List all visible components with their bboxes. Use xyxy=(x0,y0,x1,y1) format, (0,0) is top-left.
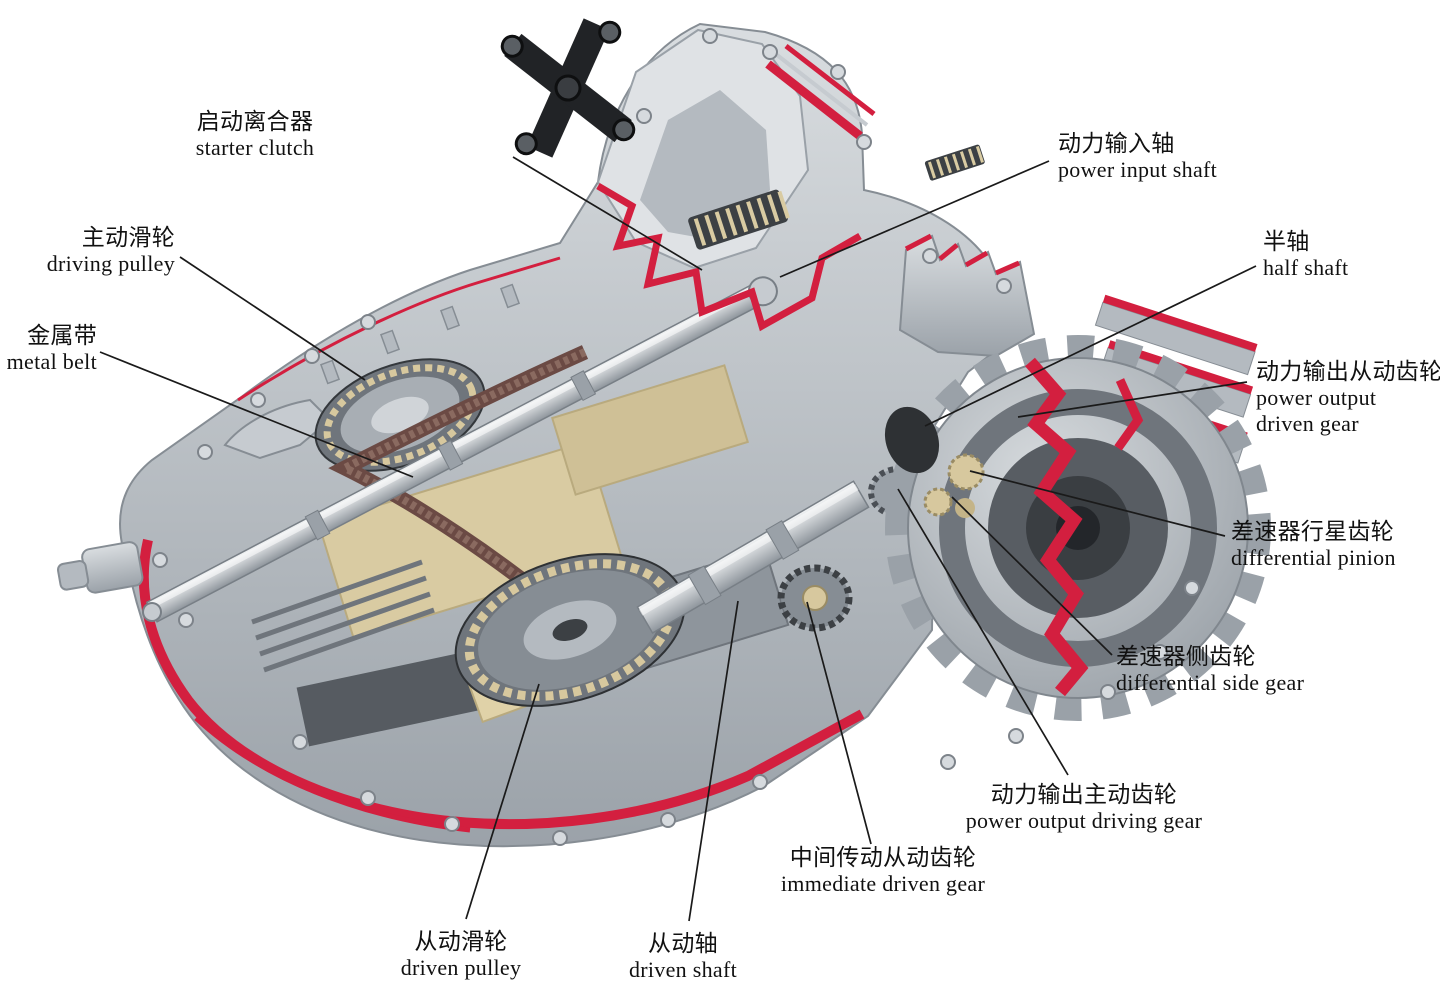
clutch-spring-small xyxy=(924,144,985,181)
label-differential-side-gear: 差速器侧齿轮 differential side gear xyxy=(1116,644,1346,696)
driven-pulley-part xyxy=(454,553,686,707)
label-driving-pulley: 主动滑轮 driving pulley xyxy=(10,225,175,277)
driven-shaft-part xyxy=(636,480,870,634)
label-driving-pulley-zh: 主动滑轮 xyxy=(81,225,175,250)
leader-metal-belt xyxy=(99,351,414,478)
leader-starter-clutch xyxy=(512,156,703,271)
differential-part xyxy=(884,335,1271,721)
actuator-bracket xyxy=(500,18,636,158)
label-differential-side-gear-en: differential side gear xyxy=(1116,670,1305,695)
leader-power-input-shaft xyxy=(779,160,1050,278)
label-differential-pinion: 差速器行星齿轮 differential pinion xyxy=(1231,519,1436,571)
leader-lines xyxy=(99,156,1257,922)
leader-half-shaft xyxy=(924,265,1257,427)
label-differential-pinion-zh: 差速器行星齿轮 xyxy=(1231,519,1395,544)
label-power-input-shaft: 动力输入轴 power input shaft xyxy=(1058,131,1288,183)
label-half-shaft: 半轴 half shaft xyxy=(1263,229,1403,281)
driving-pulley-part xyxy=(314,358,486,472)
leader-driven-pulley xyxy=(465,683,540,920)
label-driven-pulley-zh: 从动滑轮 xyxy=(414,929,508,954)
starter-clutch-part xyxy=(500,18,985,332)
label-driven-shaft-en: driven shaft xyxy=(628,957,738,982)
label-differential-side-gear-zh: 差速器侧齿轮 xyxy=(1116,644,1256,669)
label-power-input-shaft-zh: 动力输入轴 xyxy=(1058,131,1175,156)
label-power-output-driven-gear-zh: 动力输出从动齿轮 xyxy=(1256,359,1440,384)
label-starter-clutch: 启动离合器 starter clutch xyxy=(150,109,360,161)
leader-immediate-driven-gear xyxy=(806,601,872,845)
input-shaft-part xyxy=(142,276,778,623)
label-power-output-driving-gear-zh: 动力输出主动齿轮 xyxy=(990,782,1178,807)
label-immediate-driven-gear: 中间传动从动齿轮 immediate driven gear xyxy=(768,845,998,897)
label-metal-belt-en: metal belt xyxy=(6,349,97,374)
label-immediate-driven-gear-zh: 中间传动从动齿轮 xyxy=(789,845,977,870)
leader-differential-pinion xyxy=(969,470,1226,537)
clutch-spring xyxy=(688,189,790,250)
differential-side-gear-part xyxy=(923,487,953,517)
left-end-cap xyxy=(56,541,144,594)
label-immediate-driven-gear-en: immediate driven gear xyxy=(780,871,986,896)
leader-driving-pulley xyxy=(179,256,366,381)
intermediate-gear-hub xyxy=(802,585,828,611)
leader-power-output-driving-gear xyxy=(897,488,1069,776)
leader-driven-shaft xyxy=(688,600,739,922)
label-driven-shaft-zh: 从动轴 xyxy=(648,931,718,956)
label-power-input-shaft-en: power input shaft xyxy=(1058,157,1218,182)
label-starter-clutch-zh: 启动离合器 xyxy=(196,109,314,134)
metal-belt-part xyxy=(328,345,589,616)
label-driven-shaft: 从动轴 driven shaft xyxy=(603,931,763,983)
label-metal-belt: 金属带 metal belt xyxy=(0,323,97,375)
label-power-output-driven-gear-en2: driven gear xyxy=(1256,411,1359,436)
leader-differential-side-gear xyxy=(951,496,1113,656)
label-power-output-driven-gear: 动力输出从动齿轮 power output driven gear xyxy=(1256,359,1440,437)
label-half-shaft-zh: 半轴 xyxy=(1263,229,1310,254)
rim-bolt-bosses xyxy=(319,283,521,385)
label-driving-pulley-en: driving pulley xyxy=(46,251,175,276)
label-differential-pinion-en: differential pinion xyxy=(1231,545,1396,570)
leader-power-output-driven-gear xyxy=(1017,381,1248,418)
differential-pinion-part xyxy=(947,453,985,491)
label-half-shaft-en: half shaft xyxy=(1263,255,1349,280)
half-shaft-opening xyxy=(884,406,940,474)
label-power-output-driven-gear-en1: power output xyxy=(1256,385,1377,410)
label-power-output-driving-gear: 动力输出主动齿轮 power output driving gear xyxy=(954,782,1214,834)
label-driven-pulley: 从动滑轮 driven pulley xyxy=(381,929,541,981)
label-power-output-driving-gear-en: power output driving gear xyxy=(965,808,1203,833)
bolts xyxy=(152,28,1200,846)
label-driven-pulley-en: driven pulley xyxy=(400,955,522,980)
label-metal-belt-zh: 金属带 xyxy=(27,323,97,348)
label-starter-clutch-en: starter clutch xyxy=(195,135,315,160)
